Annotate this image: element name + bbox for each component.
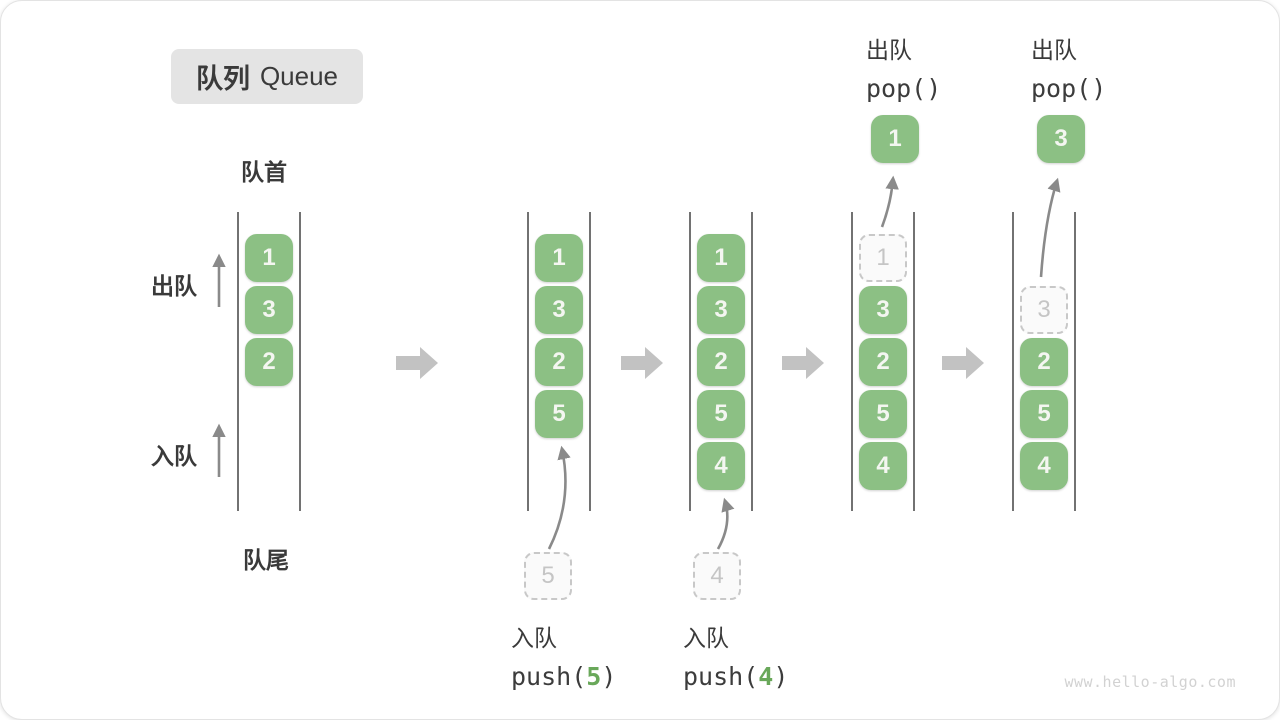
op-code-post: ) — [773, 662, 789, 691]
queue-element: 5 — [535, 390, 583, 438]
queue-element: 2 — [859, 338, 907, 386]
op-code-pop: pop() — [866, 74, 942, 103]
incoming-element: 5 — [524, 552, 572, 600]
queue-element: 2 — [697, 338, 745, 386]
op-code-pre: push( — [511, 662, 587, 691]
curved-arrow-icon — [880, 175, 899, 228]
popped-element: 3 — [1037, 115, 1085, 163]
label-queue-front: 队首 — [241, 159, 287, 185]
queue-element: 5 — [1020, 390, 1068, 438]
curved-arrow-icon — [716, 497, 735, 550]
op-label-enqueue: 入队 — [511, 625, 557, 651]
incoming-element: 4 — [693, 552, 741, 600]
op-label-dequeue: 出队 — [866, 37, 912, 63]
op-label-dequeue: 出队 — [1031, 37, 1077, 63]
block-arrow-icon — [396, 347, 438, 379]
enqueue-op-2: 入队 push(4) — [683, 619, 788, 691]
op-code-push: push(4) — [683, 662, 788, 691]
queue-element: 4 — [1020, 442, 1068, 490]
title-zh: 队列 — [195, 64, 250, 94]
ghost-element: 1 — [859, 234, 907, 282]
queue-element: 2 — [245, 338, 293, 386]
title-en: Queue — [259, 61, 339, 91]
queue-element: 2 — [1020, 338, 1068, 386]
block-arrow-icon — [782, 347, 824, 379]
curved-arrow-icon — [547, 445, 571, 550]
queue-element: 3 — [245, 286, 293, 334]
op-code-push: push(5) — [511, 662, 616, 691]
watermark: www.hello-algo.com — [1064, 673, 1236, 691]
block-arrow-icon — [942, 347, 984, 379]
queue-element: 1 — [697, 234, 745, 282]
label-dequeue-side: 出队 — [151, 273, 197, 299]
queue-element: 3 — [697, 286, 745, 334]
queue-element: 5 — [859, 390, 907, 438]
curved-arrow-icon — [1039, 177, 1061, 278]
queue-element: 5 — [697, 390, 745, 438]
op-code-pre: push( — [683, 662, 759, 691]
op-label-enqueue: 入队 — [683, 625, 729, 651]
queue-element: 2 — [535, 338, 583, 386]
op-code-pop: pop() — [1031, 74, 1107, 103]
op-code-arg: 5 — [586, 662, 602, 691]
op-code-arg: 4 — [758, 662, 774, 691]
op-code-post: ) — [601, 662, 617, 691]
label-enqueue-side: 入队 — [151, 443, 197, 469]
queue-element: 1 — [535, 234, 583, 282]
queue-element: 3 — [859, 286, 907, 334]
queue-element: 1 — [245, 234, 293, 282]
dequeue-op-1: 出队 pop() — [866, 31, 941, 103]
queue-element: 4 — [859, 442, 907, 490]
title-badge: 队列 Queue — [171, 49, 363, 104]
popped-element: 1 — [871, 115, 919, 163]
queue-element: 3 — [535, 286, 583, 334]
dequeue-op-2: 出队 pop() — [1031, 31, 1106, 103]
ghost-element: 3 — [1020, 286, 1068, 334]
label-queue-rear: 队尾 — [243, 547, 289, 573]
block-arrow-icon — [621, 347, 663, 379]
enqueue-op-1: 入队 push(5) — [511, 619, 616, 691]
queue-element: 4 — [697, 442, 745, 490]
